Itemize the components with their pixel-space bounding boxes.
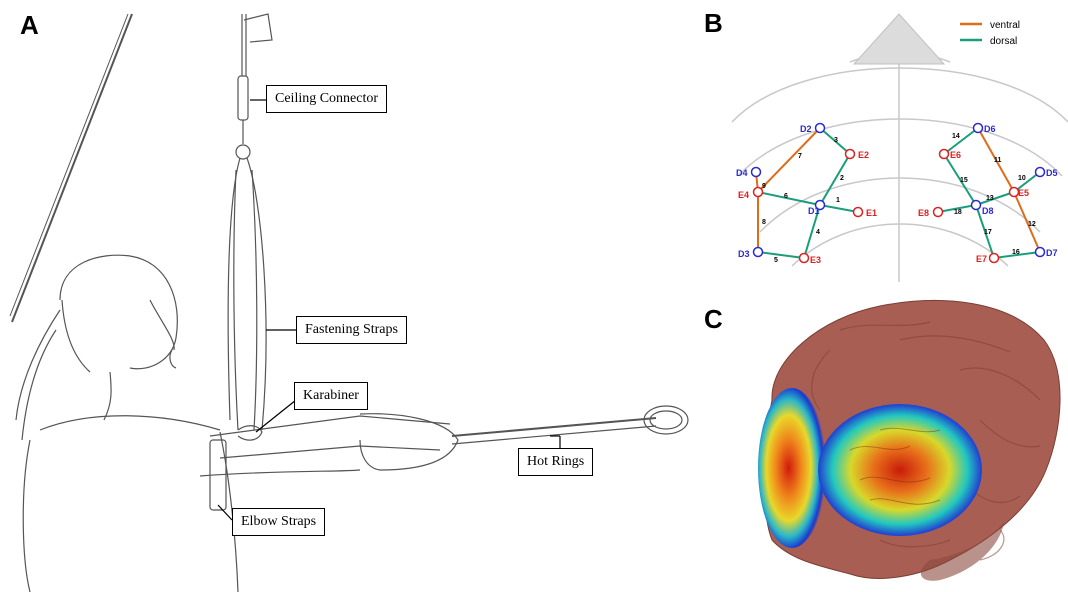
frontal-activation xyxy=(758,388,826,548)
central-activation xyxy=(818,404,982,536)
